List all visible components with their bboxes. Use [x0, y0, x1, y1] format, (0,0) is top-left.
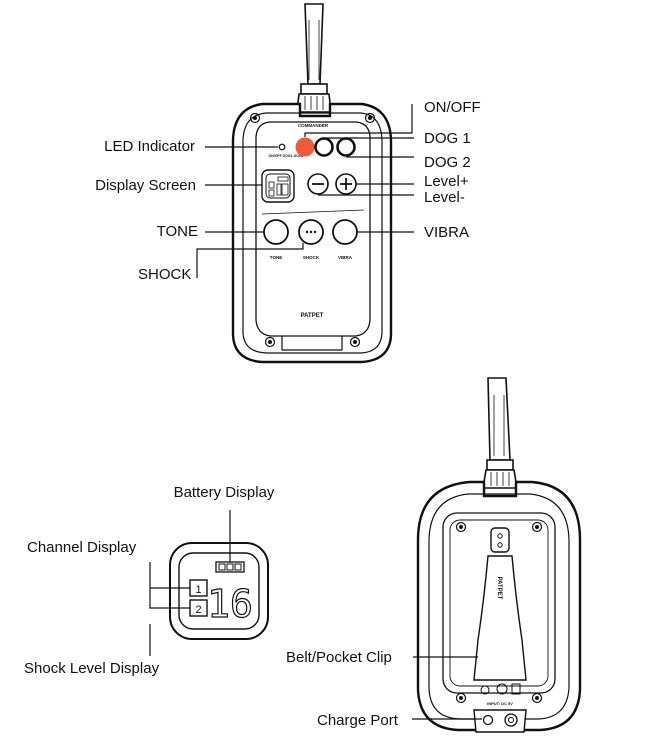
dog2-button[interactable]: [336, 137, 356, 157]
brand-text-back: PATPET: [496, 577, 502, 600]
label-charge-port: Charge Port: [317, 712, 399, 729]
label-dog1: DOG 1: [424, 130, 471, 147]
input-spec-text: INPUT: DC 5V: [487, 701, 513, 706]
commander-text: COMMANDER: [298, 123, 329, 128]
front-leader-lines: [196, 104, 414, 278]
label-display-screen: Display Screen: [95, 177, 196, 194]
tone-button[interactable]: [263, 219, 289, 245]
charge-port: [473, 709, 527, 733]
label-on-off: ON/OFF: [424, 99, 481, 116]
back-antenna: [482, 377, 518, 489]
channel-1-digit: 1: [195, 584, 201, 596]
display-screen-mini: [261, 169, 295, 203]
label-shock: SHOCK: [138, 266, 191, 283]
label-belt-clip: Belt/Pocket Clip: [286, 649, 392, 666]
display-detail: 1 2 16 Battery Display Channel Display S…: [24, 484, 275, 677]
label-battery-display: Battery Display: [174, 484, 275, 501]
label-tone: TONE: [157, 223, 198, 240]
regulatory-marks: [480, 683, 521, 695]
label-channel-display: Channel Display: [27, 539, 137, 556]
belt-clip: [473, 527, 527, 681]
shock-button-text: SHOCK: [303, 255, 320, 260]
tone-button-text: TONE: [270, 255, 282, 260]
label-dog2: DOG 2: [424, 154, 471, 171]
front-view: COMMANDER ON/OFF DOG1 DOG2: [95, 3, 481, 364]
label-level-minus: Level-: [424, 189, 465, 206]
shock-level-digits: 16: [207, 582, 253, 626]
dog1-button[interactable]: [314, 137, 334, 157]
on-off-button[interactable]: [295, 137, 315, 157]
display-leader-lines: [149, 510, 231, 656]
label-vibra: VIBRA: [424, 224, 469, 241]
label-led-indicator: LED Indicator: [104, 138, 195, 155]
vibra-button-text: VIBRA: [338, 255, 353, 260]
antenna: [296, 3, 332, 113]
back-leader-lines: [412, 656, 482, 720]
brand-text-front: PATPET: [301, 313, 324, 319]
dog-labels-text: ON/OFF DOG1 DOG2: [268, 154, 303, 158]
led-indicator: [278, 143, 286, 151]
vibra-button[interactable]: [332, 219, 358, 245]
label-shock-level-display: Shock Level Display: [24, 660, 160, 677]
label-level-plus: Level+: [424, 173, 469, 190]
back-view: PATPET INPUT: DC 5V Belt/Pocket Clip Cha…: [286, 377, 582, 733]
channel-2-digit: 2: [195, 604, 201, 616]
